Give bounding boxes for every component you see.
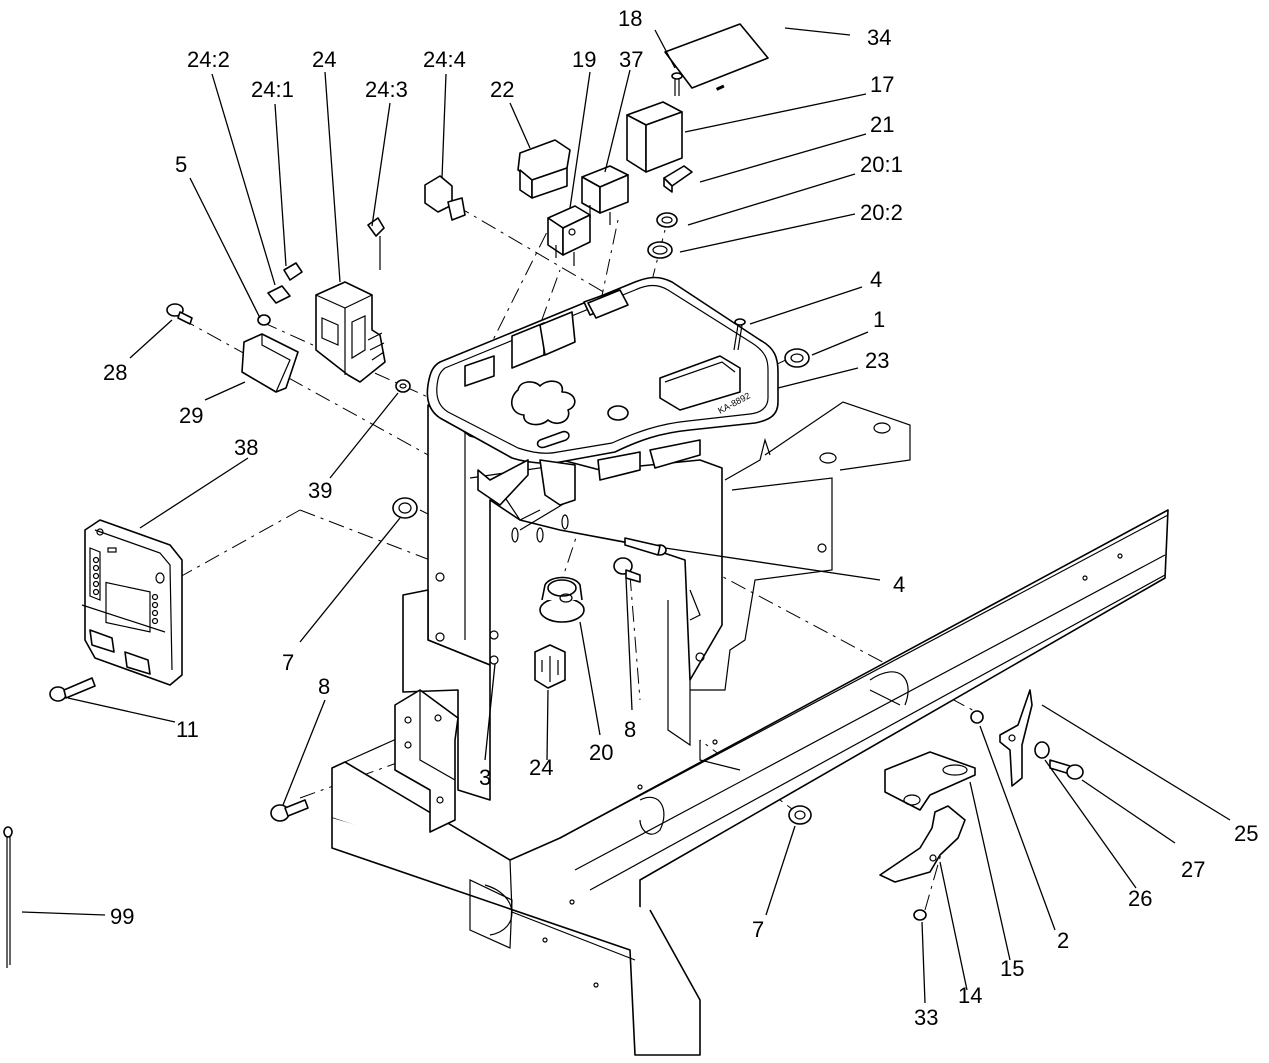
clip-24-3 xyxy=(367,217,385,270)
callout-38: 38 xyxy=(234,435,258,460)
callout-24-2: 24:2 xyxy=(187,47,230,72)
callout-39: 39 xyxy=(308,478,332,503)
nut-39 xyxy=(395,379,411,393)
callout-24-3: 24:3 xyxy=(365,77,408,102)
connector-24-lower xyxy=(534,644,566,689)
callout-labels: 34 18 17 21 20:1 20:2 4 1 23 19 37 22 24… xyxy=(103,6,1258,1030)
switch-cover xyxy=(517,139,571,199)
top-components xyxy=(166,23,810,393)
right-side-parts xyxy=(879,689,1084,921)
washer-20-2 xyxy=(647,241,673,259)
callout-17: 17 xyxy=(870,72,894,97)
callout-20-2: 20:2 xyxy=(860,200,903,225)
callout-3: 3 xyxy=(479,765,491,790)
callout-1: 1 xyxy=(873,307,885,332)
plate-15 xyxy=(884,751,976,811)
nut-1 xyxy=(784,348,810,368)
screw-4-middle xyxy=(624,537,667,556)
bolt-11 xyxy=(49,677,96,702)
controller-module-38 xyxy=(81,519,183,686)
box-17 xyxy=(626,101,683,173)
callout-27: 27 xyxy=(1181,857,1205,882)
callout-15: 15 xyxy=(1000,956,1024,981)
lever-25 xyxy=(999,689,1033,787)
cable-tie-99 xyxy=(3,826,13,968)
switch-37 xyxy=(581,165,629,225)
callout-14: 14 xyxy=(958,983,982,1008)
callout-37: 37 xyxy=(619,47,643,72)
callout-24-4: 24:4 xyxy=(423,47,466,72)
switch-19 xyxy=(547,205,591,266)
decal-mark xyxy=(715,84,725,91)
fuse-block-24 xyxy=(315,281,386,383)
decal-34 xyxy=(664,23,769,89)
screw-18 xyxy=(671,72,683,96)
callout-23: 23 xyxy=(865,348,889,373)
nut-5 xyxy=(257,314,271,326)
nut-7-lower xyxy=(788,805,812,825)
bolt-8-lower xyxy=(270,799,309,822)
bolt-8-middle xyxy=(613,557,641,583)
panel-brackets xyxy=(477,439,701,506)
washer-2 xyxy=(970,710,984,724)
fuse-24-2 xyxy=(267,285,291,304)
callout-7-upper: 7 xyxy=(282,650,294,675)
callout-29: 29 xyxy=(179,403,203,428)
screw-28 xyxy=(166,303,193,325)
callout-21: 21 xyxy=(870,112,894,137)
callout-7-lower: 7 xyxy=(752,917,764,942)
callout-20-1: 20:1 xyxy=(860,152,903,177)
screw-4-top xyxy=(733,318,746,351)
callout-5: 5 xyxy=(175,152,187,177)
side-bracket xyxy=(394,689,459,833)
nut-20-1 xyxy=(656,212,678,228)
callout-8-lower: 8 xyxy=(318,674,330,699)
callout-99: 99 xyxy=(110,904,134,929)
callout-8-middle: 8 xyxy=(624,717,636,742)
callout-4-top: 4 xyxy=(870,267,882,292)
panel-insert xyxy=(587,289,629,319)
callout-28: 28 xyxy=(103,360,127,385)
leader-lines xyxy=(21,27,1231,1004)
callout-24-lower: 24 xyxy=(529,755,553,780)
callout-4-middle: 4 xyxy=(893,572,905,597)
callout-33: 33 xyxy=(914,1005,938,1030)
callout-2: 2 xyxy=(1057,928,1069,953)
callout-11: 11 xyxy=(176,717,199,742)
plug-21 xyxy=(663,165,693,193)
bracket-14 xyxy=(879,805,966,883)
cover-29 xyxy=(241,333,299,393)
callout-34: 34 xyxy=(867,25,891,50)
callout-20: 20 xyxy=(589,740,613,765)
callout-24-1: 24:1 xyxy=(251,77,294,102)
fuse-24-1 xyxy=(283,262,303,281)
callout-25: 25 xyxy=(1234,821,1258,846)
nut-33 xyxy=(913,909,927,921)
nut-7-upper xyxy=(392,497,418,519)
callout-19: 19 xyxy=(572,47,596,72)
callout-26: 26 xyxy=(1128,886,1152,911)
washer-26 xyxy=(1034,741,1050,759)
callout-24-top: 24 xyxy=(312,47,336,72)
callout-18: 18 xyxy=(618,6,642,31)
key-switch-20 xyxy=(539,576,585,623)
callout-22: 22 xyxy=(490,77,514,102)
bolt-27 xyxy=(1049,759,1084,780)
connector-24-4 xyxy=(424,175,466,221)
